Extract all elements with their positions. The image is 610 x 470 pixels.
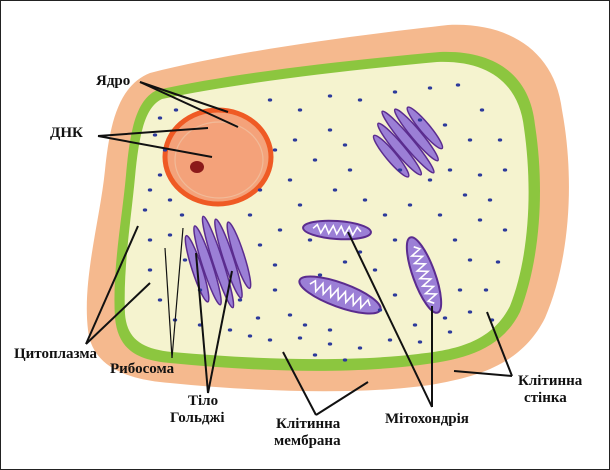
ribosome-dot <box>373 268 377 271</box>
ribosome-dot <box>358 98 362 101</box>
ribosome-dot <box>248 213 252 216</box>
label-cytoplasm: Цитоплазма <box>14 346 97 362</box>
ribosome-dot <box>458 288 462 291</box>
label-wall-line2: стінка <box>524 390 567 406</box>
ribosome-dot <box>180 213 184 216</box>
ribosome-dot <box>503 168 507 171</box>
ribosome-dot <box>448 330 452 333</box>
ribosome-dot <box>453 238 457 241</box>
ribosome-dot <box>498 138 502 141</box>
ribosome-dot <box>293 138 297 141</box>
ribosome-dot <box>288 313 292 316</box>
ribosome-dot <box>158 173 162 176</box>
ribosome-dot <box>308 238 312 241</box>
ribosome-dot <box>393 238 397 241</box>
ribosome-dot <box>448 168 452 171</box>
ribosome-dot <box>174 108 178 111</box>
ribosome-dot <box>343 260 347 263</box>
ribosome-dot <box>358 346 362 349</box>
ribosome-dot <box>343 143 347 146</box>
ribosome-dot <box>148 188 152 191</box>
ribosome-dot <box>443 123 447 126</box>
ribosome-dot <box>268 98 272 101</box>
ribosome-dot <box>183 258 187 261</box>
ribosome-dot <box>298 203 302 206</box>
ribosome-dot <box>313 158 317 161</box>
ribosome-dot <box>273 148 277 151</box>
ribosome-dot <box>303 323 307 326</box>
nucleus <box>165 110 271 204</box>
ribosome-dot <box>468 310 472 313</box>
ribosome-dot <box>343 358 347 361</box>
cytoplasm <box>125 62 529 359</box>
ribosome-dot <box>480 108 484 111</box>
ribosome-dot <box>468 258 472 261</box>
ribosome-dot <box>268 338 272 341</box>
ribosome-dot <box>248 334 252 337</box>
ribosome-dot <box>333 188 337 191</box>
ribosome-dot <box>298 336 302 339</box>
ribosome-dot <box>168 198 172 201</box>
ribosome-dot <box>488 198 492 201</box>
label-mitochondria: Мітохондрія <box>385 411 469 427</box>
label-ribosome: Рибосома <box>110 361 175 377</box>
ribosome-dot <box>388 338 392 341</box>
ribosome-dot <box>408 203 412 206</box>
ribosome-dot <box>258 188 262 191</box>
ribosome-dot <box>168 233 172 236</box>
ribosome-dot <box>503 228 507 231</box>
label-membrane-line2: мембрана <box>274 433 341 449</box>
ribosome-dot <box>418 118 422 121</box>
nucleolus <box>190 161 204 173</box>
ribosome-dot <box>378 308 382 311</box>
ribosome-dot <box>318 273 322 276</box>
ribosome-dot <box>428 178 432 181</box>
label-dna: ДНК <box>50 125 83 141</box>
ribosome-dot <box>484 288 488 291</box>
ribosome-dot <box>443 316 447 319</box>
ribosome-dot <box>298 108 302 111</box>
ribosome-dot <box>478 218 482 221</box>
ribosome-dot <box>463 193 467 196</box>
ribosome-dot <box>256 316 260 319</box>
label-nucleus: Ядро <box>96 73 130 89</box>
ribosome-dot <box>258 243 262 246</box>
ribosome-dot <box>393 293 397 296</box>
ribosome-dot <box>348 168 352 171</box>
ribosome-dot <box>278 228 282 231</box>
ribosome-dot <box>273 263 277 266</box>
label-golgi-line1: Тіло <box>188 393 218 409</box>
ribosome-dot <box>328 128 332 131</box>
ribosome-dot <box>148 238 152 241</box>
ribosome-dot <box>158 298 162 301</box>
ribosome-dot <box>148 268 152 271</box>
ribosome-dot <box>313 353 317 356</box>
label-membrane-line1: Клітинна <box>276 416 341 432</box>
ribosome-dot <box>496 260 500 263</box>
ribosome-dot <box>158 116 162 119</box>
ribosome-dot <box>418 340 422 343</box>
ribosome-dot <box>428 86 432 89</box>
ribosome-dot <box>456 83 460 86</box>
ribosome-dot <box>413 323 417 326</box>
ribosome-dot <box>478 173 482 176</box>
ribosome-dot <box>238 298 242 301</box>
label-golgi-line2: Гольджі <box>170 410 225 426</box>
ribosome-dot <box>143 208 147 211</box>
ribosome-dot <box>393 90 397 93</box>
ribosome-dot <box>328 94 332 97</box>
ribosome-dot <box>328 328 332 331</box>
ribosome-dot <box>328 342 332 345</box>
ribosome-dot <box>398 168 402 171</box>
ribosome-dot <box>273 288 277 291</box>
ribosome-dot <box>288 178 292 181</box>
ribosome-dot <box>228 328 232 331</box>
label-wall-line1: Клітинна <box>518 373 583 389</box>
ribosome-dot <box>153 133 157 136</box>
ribosome-dot <box>468 138 472 141</box>
ribosome-dot <box>438 213 442 216</box>
ribosome-dot <box>363 198 367 201</box>
ribosome-dot <box>383 213 387 216</box>
